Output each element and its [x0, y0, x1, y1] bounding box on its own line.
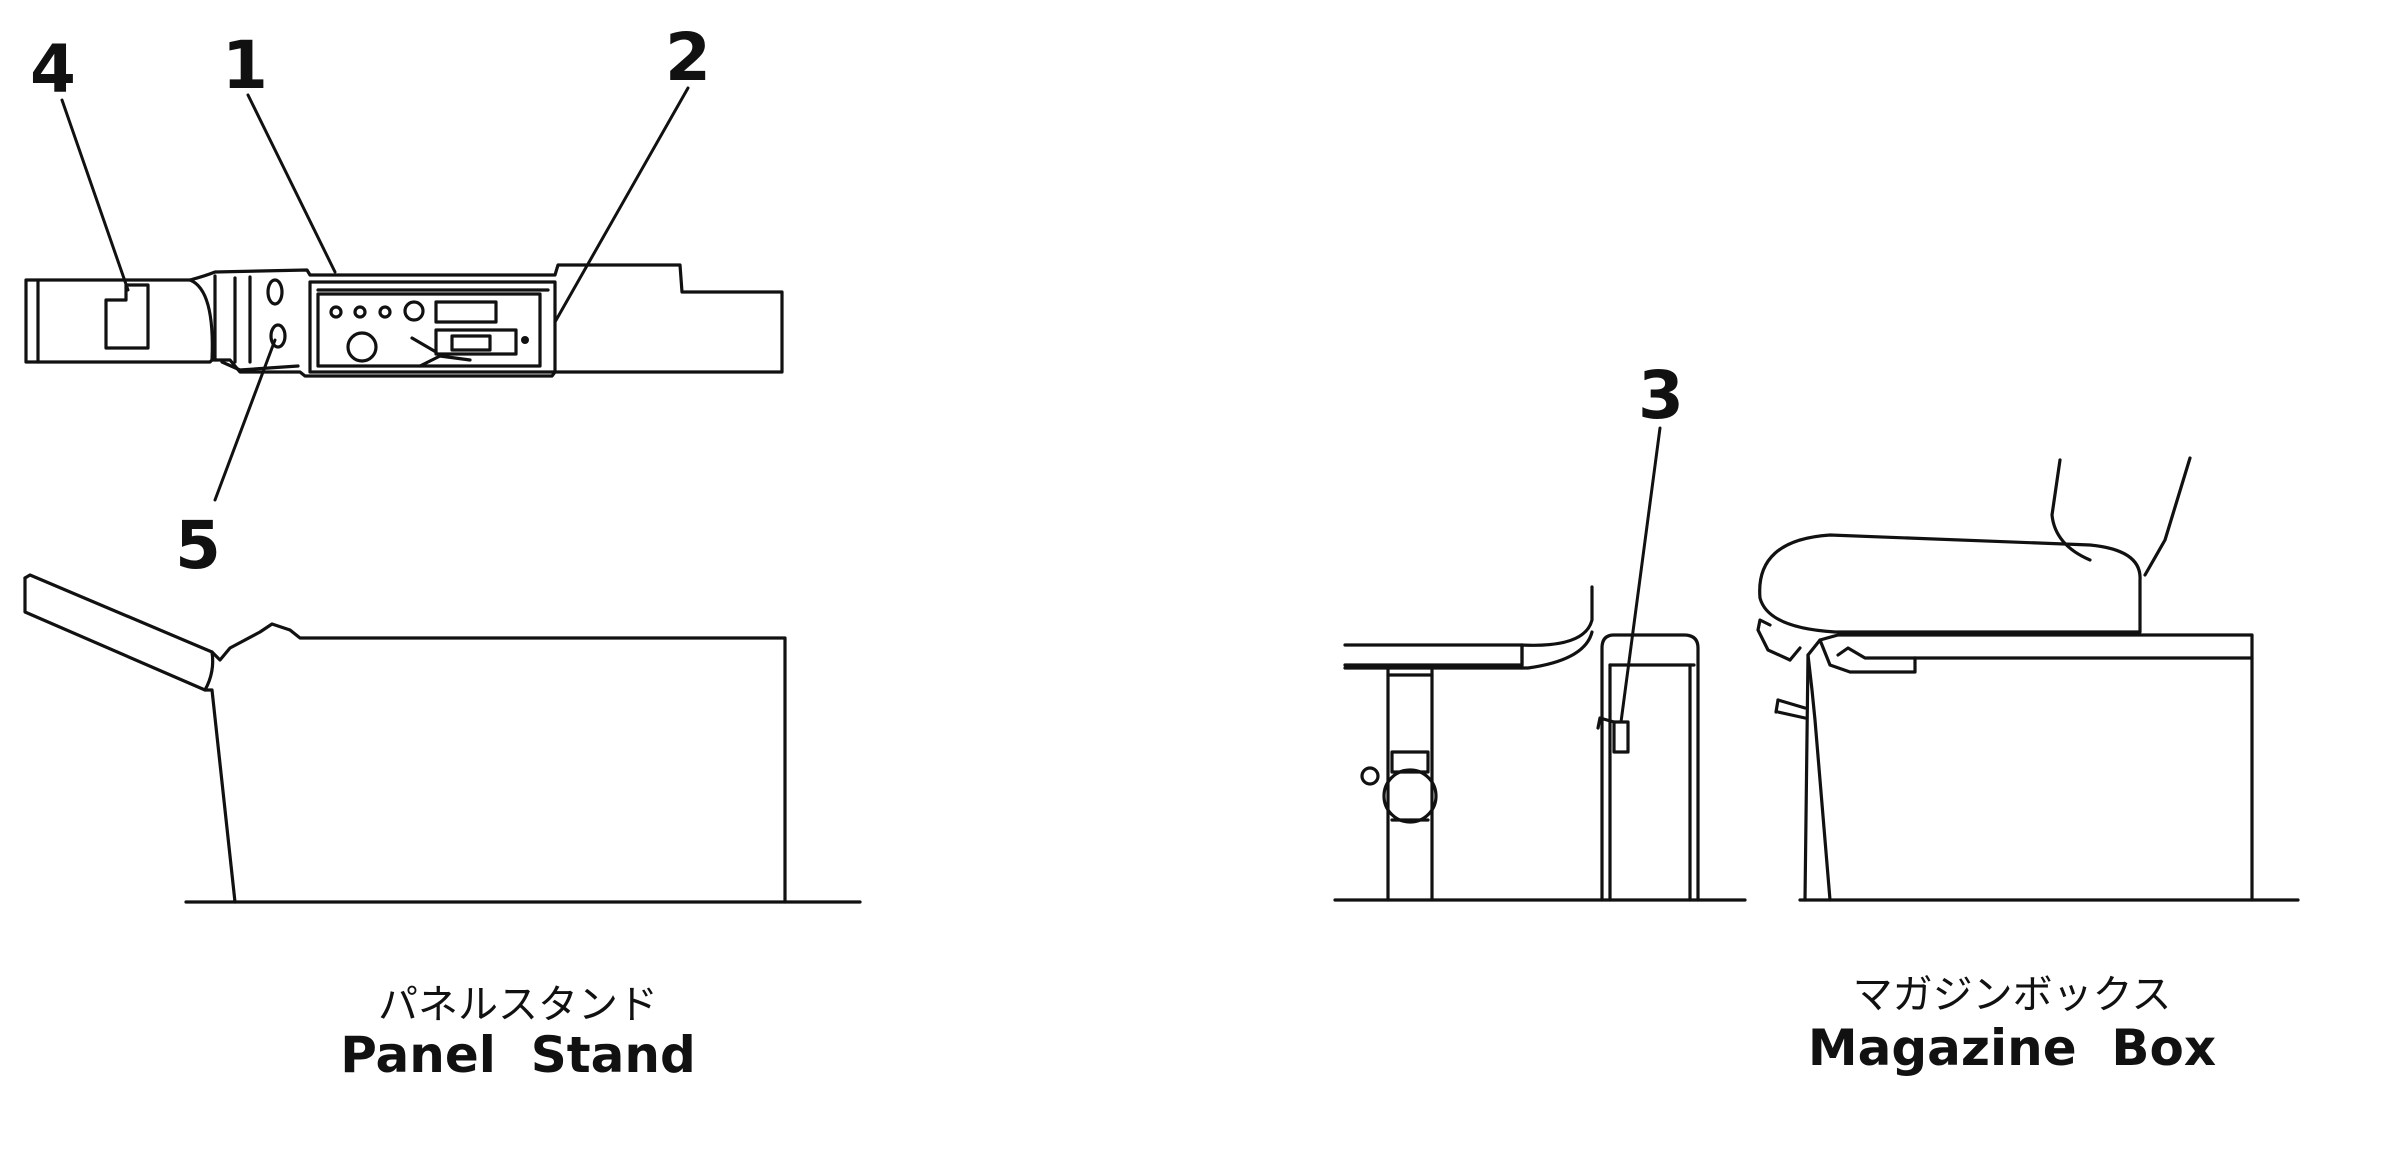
magazine-box-side-view: [1333, 456, 2300, 902]
panel-stand-side-view: [23, 573, 862, 904]
callout-3: 3: [1638, 357, 1684, 434]
callout-2: 2: [665, 19, 711, 96]
callout-4: 4: [30, 31, 76, 108]
caption-panel-stand-en: Panel Stand: [340, 1026, 696, 1084]
caption-magazine-box-en: Magazine Box: [1808, 1019, 2216, 1077]
captions: パネルスタンド Panel Stand マガジンボックス Magazine Bo…: [340, 972, 2216, 1084]
callout-1: 1: [222, 27, 268, 104]
callout-5: 5: [175, 507, 221, 584]
caption-panel-stand-jp: パネルスタンド: [378, 982, 658, 1028]
leader-lines: [60, 86, 1662, 724]
panel-stand-top-view: [24, 263, 784, 378]
callout-numbers: 4 1 2 5 3: [30, 19, 1684, 584]
caption-magazine-box-jp: マガジンボックス: [1853, 972, 2172, 1018]
